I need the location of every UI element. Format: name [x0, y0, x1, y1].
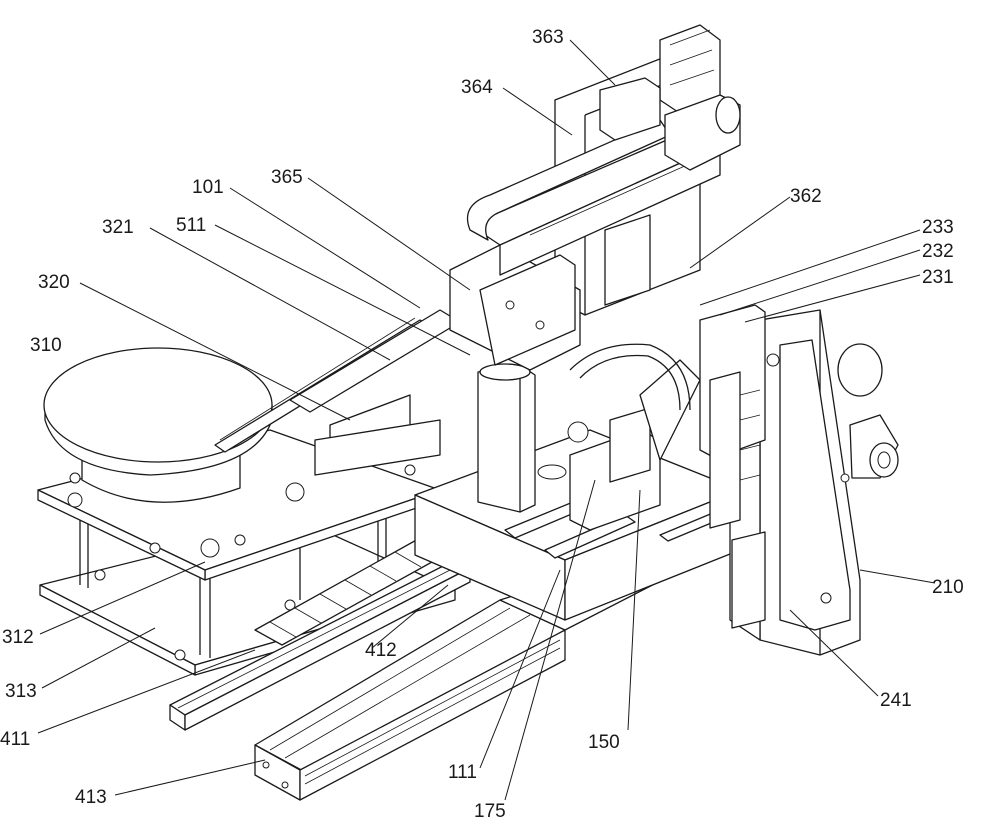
gantry-beam [469, 129, 721, 276]
label-364: 364 [461, 77, 493, 98]
label-320: 320 [38, 272, 70, 293]
servo-motor-upper [599, 77, 741, 306]
tooling-head [567, 343, 701, 531]
label-241: 241 [880, 690, 912, 711]
label-365: 365 [271, 167, 303, 188]
label-313: 313 [5, 681, 37, 702]
label-175: 175 [474, 801, 506, 822]
label-312: 312 [2, 627, 34, 648]
label-411: 411 [0, 729, 30, 750]
label-233: 233 [922, 217, 954, 238]
leader-lines [37, 39, 936, 801]
upright-block [477, 363, 536, 513]
label-362: 362 [790, 186, 822, 207]
side-actuator [699, 304, 766, 629]
label-231: 231 [922, 267, 954, 288]
rotary-disc [43, 347, 273, 503]
label-232: 232 [922, 241, 954, 262]
label-363: 363 [532, 27, 564, 48]
label-321: 321 [102, 217, 134, 238]
label-210: 210 [932, 577, 964, 598]
label-101: 101 [192, 177, 224, 198]
label-111: 111 [448, 762, 477, 783]
servo-motor-side [837, 343, 899, 479]
label-310: 310 [30, 335, 62, 356]
label-412: 412 [365, 640, 397, 661]
reference-labels: 363 364 365 101 511 321 320 310 362 233 … [0, 27, 964, 822]
label-511: 511 [176, 215, 206, 236]
label-413: 413 [75, 787, 107, 808]
label-150: 150 [588, 732, 620, 753]
